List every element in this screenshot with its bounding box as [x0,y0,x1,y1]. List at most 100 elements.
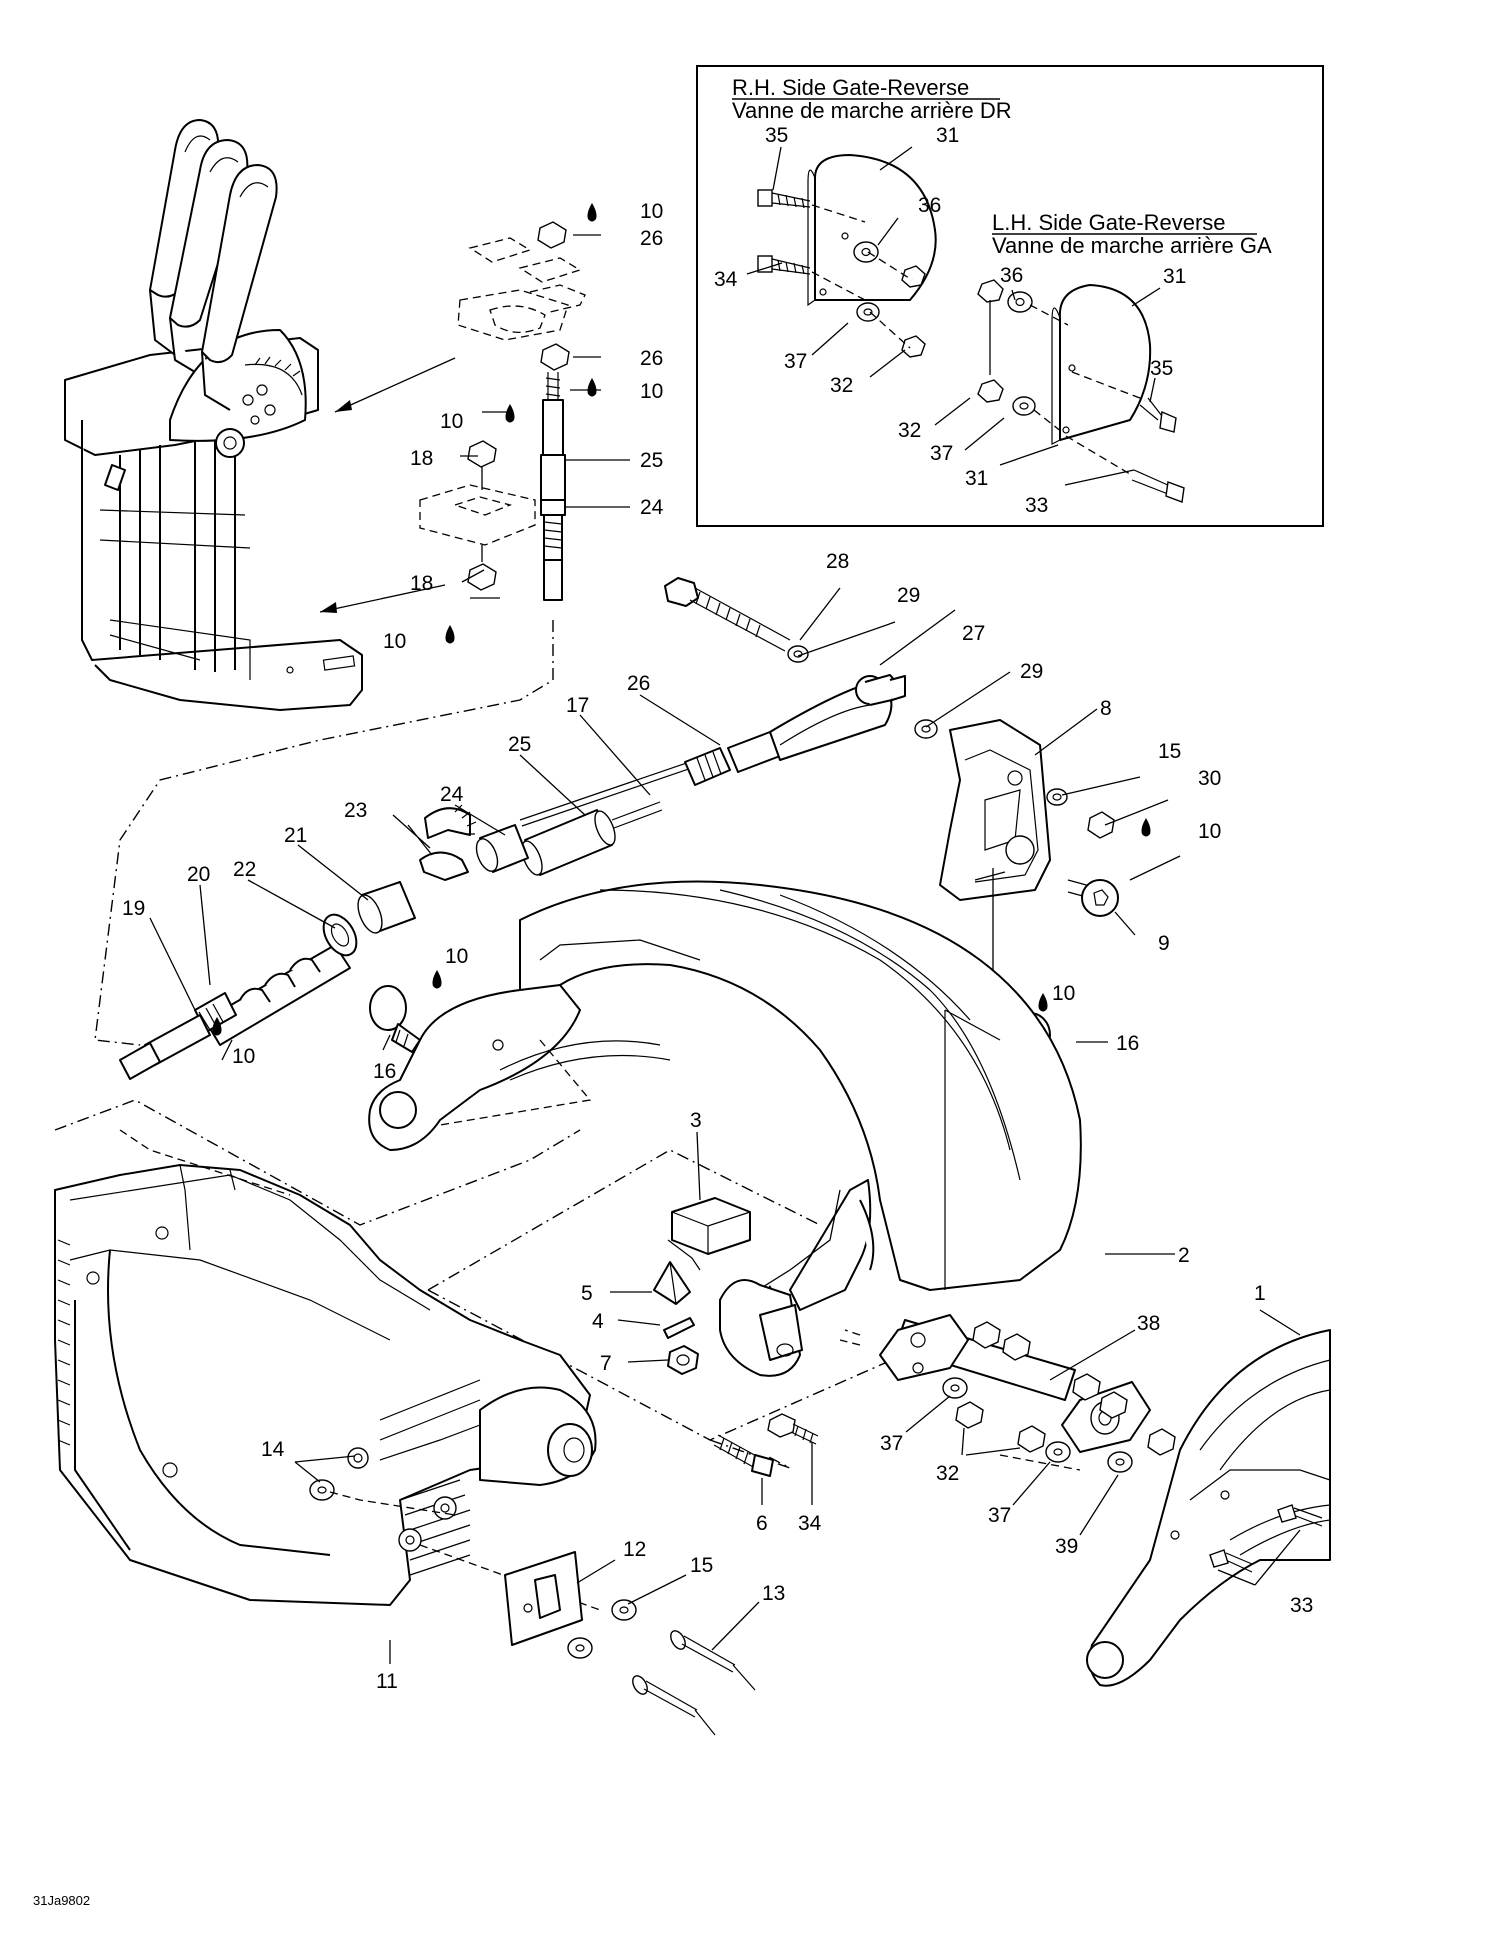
callout-10d: 10 [383,630,406,653]
control-lever-housing [64,329,363,711]
callout-23: 23 [344,799,367,822]
washer-15-lower [611,1599,637,1621]
lubricant-drops [212,203,1151,1036]
callout-34a: 34 [714,268,738,291]
wedge-5 [653,1261,691,1305]
rh-nut-32 [901,265,926,288]
callout-11: 11 [376,1670,398,1693]
callout-37a: 37 [784,350,807,373]
callout-16a: 16 [373,1060,396,1083]
lh-inset-title: L.H. Side Gate-Reverse [992,210,1226,235]
callout-12: 12 [623,1538,646,1561]
lh-washer-36 [1007,291,1033,313]
callout-5: 5 [581,1282,593,1305]
callout-18a: 18 [410,447,433,470]
nut-30 [1087,811,1115,839]
gate-1-right [1086,1329,1331,1687]
lh-bolt-33 [1065,435,1185,503]
nut-26-top [537,221,567,249]
bolts-33-right [1209,1504,1323,1573]
callout-26b: 26 [640,347,663,370]
rh-washer-36 [853,241,879,263]
callout-15b: 15 [690,1554,713,1577]
drop-icon [1038,993,1048,1012]
bolt-16-left [369,985,421,1053]
rh-bolt-34 [757,255,811,275]
callout-10h: 10 [1052,982,1075,1005]
washer-15-upper [1046,788,1068,806]
callout-24b: 24 [440,783,464,806]
nut-32-shaft-b [1002,1333,1031,1361]
drawing-reference-code: 31Ja9802 [33,1893,90,1908]
callout-30: 30 [1198,767,1221,790]
callout-32b: 32 [898,419,921,442]
callout-25a: 25 [640,449,663,472]
nut-32-shaft-c [955,1401,984,1429]
shift-shaft-parts [119,804,529,1080]
gate-bracket-link [719,1279,803,1377]
washer-39 [1107,1451,1133,1473]
reverse-gate-2 [368,880,1082,1311]
nut-32-shaft-d [1017,1425,1046,1453]
callout-2: 2 [1178,1244,1190,1267]
callout-31c: 31 [965,467,988,490]
cable-end-hardware [94,221,586,1046]
callout-7: 7 [600,1352,612,1375]
callout-26c: 26 [627,672,650,695]
callout-10e: 10 [1198,820,1221,843]
gate-block-3 [667,1197,751,1271]
rh-inset-title: R.H. Side Gate-Reverse [732,75,969,100]
rh-washer-37 [856,302,880,322]
callout-29b: 29 [1020,660,1043,683]
callout-22: 22 [233,858,256,881]
lh-inset-subtitle: Vanne de marche arrière GA [992,233,1272,258]
drop-icon [1141,818,1151,837]
bracket-12 [504,1551,583,1646]
callout-6: 6 [756,1512,768,1535]
callout-32c: 32 [936,1462,959,1485]
rivet-13-upper [670,1630,756,1691]
callout-3: 3 [690,1109,702,1132]
drop-icon [587,203,597,222]
washer-15-lower-b [567,1637,593,1659]
callout-10b: 10 [640,380,663,403]
bolt-34-lower [767,1413,819,1445]
nut-7 [667,1345,699,1375]
callout-19: 19 [122,897,145,920]
pivot-bolt-28 [664,577,791,652]
callout-24a: 24 [640,496,664,519]
drop-icon [505,404,515,423]
callout-31b: 31 [1163,265,1186,288]
jet-pump-housing-11 [54,1164,597,1606]
drop-icon [587,378,597,397]
callout-31a: 31 [936,124,959,147]
bolt-9 [1067,879,1119,917]
arrow-to-control-upper [334,357,456,413]
callout-15a: 15 [1158,740,1181,763]
callout-34b: 34 [798,1512,822,1535]
drop-icon [212,1017,222,1036]
shaft-38 [879,1314,1151,1453]
callout-18b: 18 [410,572,433,595]
washer-37-shaft-b [1045,1441,1071,1463]
callout-25b: 25 [508,733,531,756]
nut-18-bottom [467,563,497,591]
callout-36b: 36 [1000,264,1023,287]
rh-gate-plate [814,154,937,301]
lh-gate-plate [1058,284,1152,441]
bracket-8 [939,719,1051,901]
half-ring-23-upper [424,807,471,839]
callout-35b: 35 [1150,357,1173,380]
rh-bolt-35 [757,189,811,209]
callout-1: 1 [1254,1282,1266,1305]
callout-37b: 37 [930,442,953,465]
callout-37d: 37 [988,1504,1011,1527]
gate-reverse-inset: R.H. Side Gate-Reverse Vanne de marche a… [696,65,1324,527]
shift-cable-17 [519,674,906,876]
callout-16b: 16 [1116,1032,1139,1055]
callout-9: 9 [1158,932,1170,955]
callout-35a: 35 [765,124,788,147]
callout-26a: 26 [640,227,663,250]
lh-nut-36 [977,279,1004,303]
